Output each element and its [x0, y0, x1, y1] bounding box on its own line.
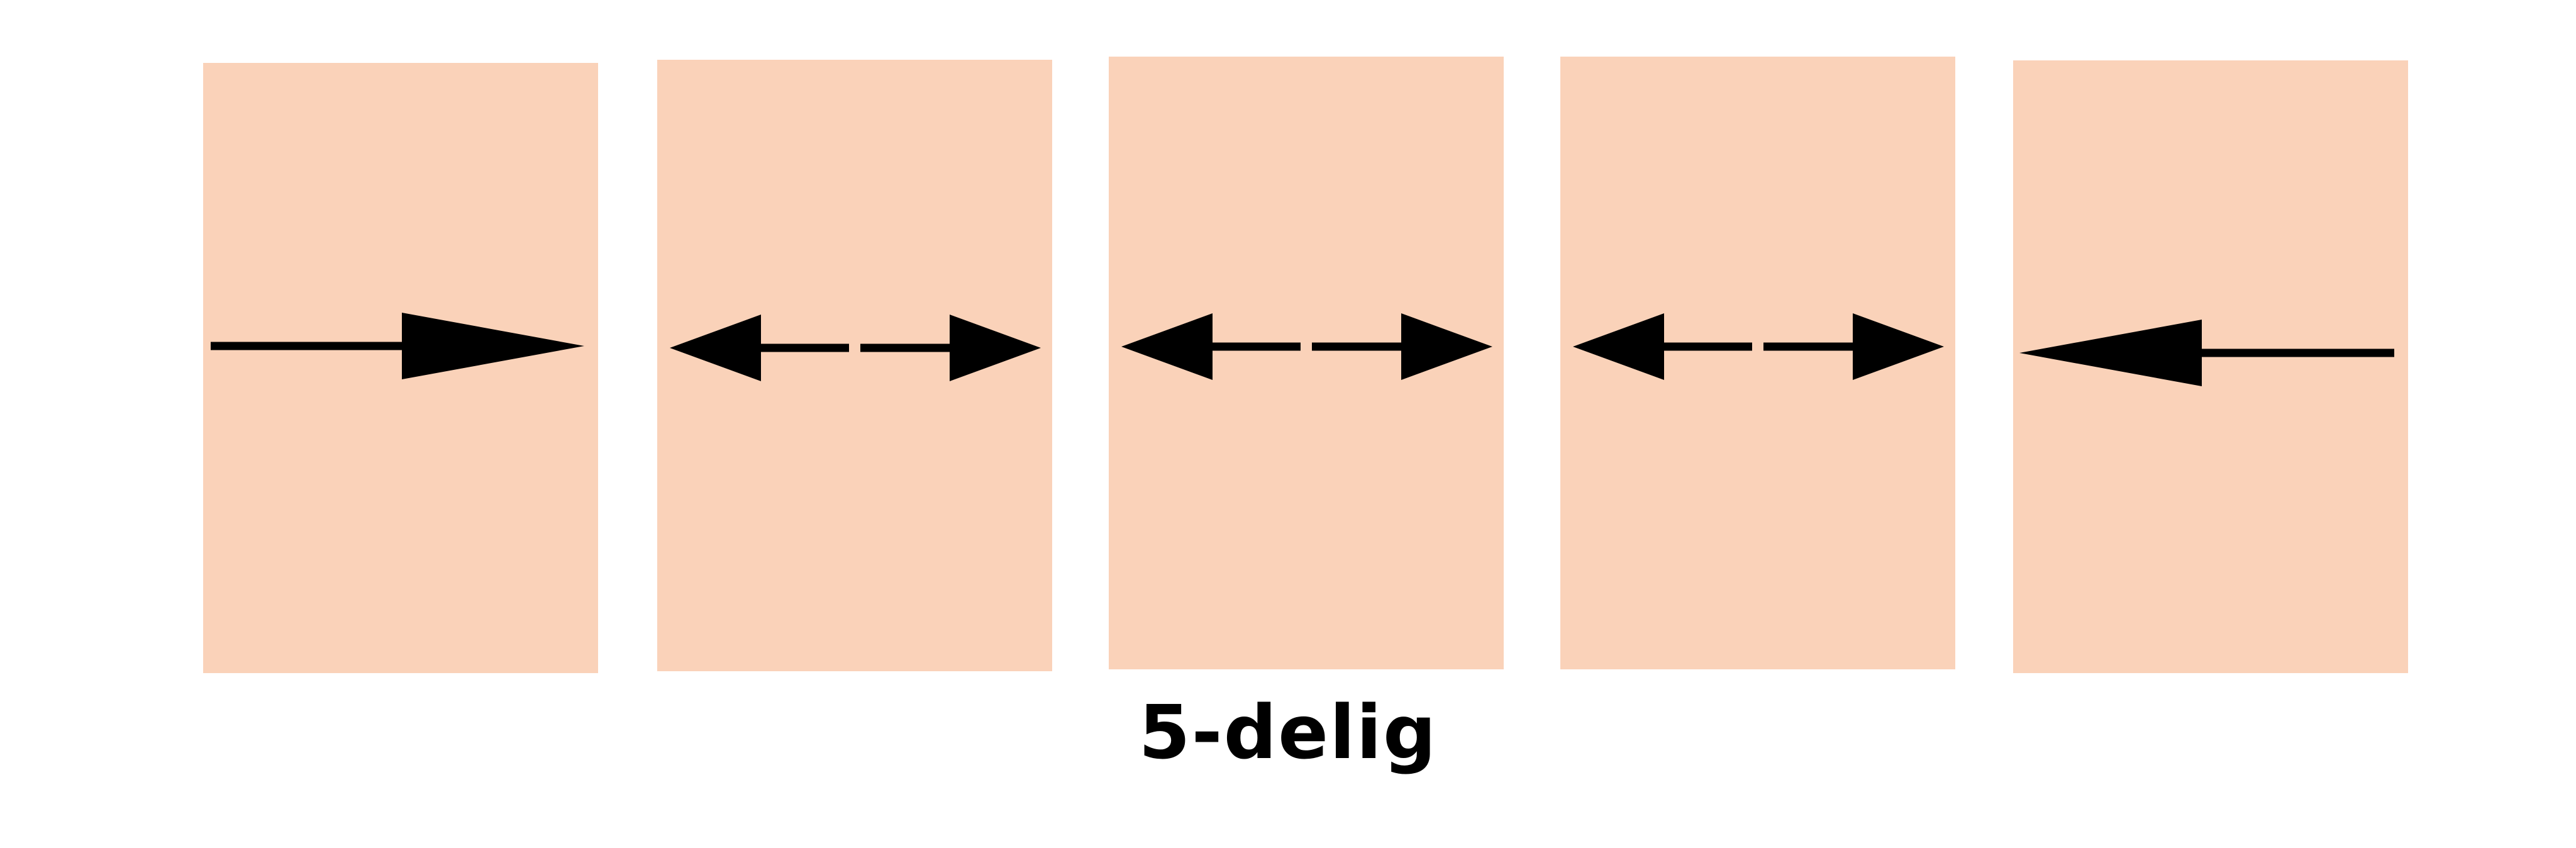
panel-5-arrow-head-left	[2019, 320, 2202, 386]
panel-4-arrow-head-left	[1573, 313, 1664, 380]
panel-2-arrow-both-icon	[670, 315, 1041, 381]
panel-3-arrow-shaft-left	[1213, 342, 1301, 351]
panel-4-arrow-head-right	[1853, 313, 1944, 380]
panel-4-arrow-both-icon	[1573, 313, 1944, 380]
door-panel-5	[2013, 60, 2408, 673]
panel-2-arrow-head-left	[670, 315, 761, 381]
panel-4-arrow-shaft-left	[1664, 342, 1752, 351]
arrows-layer	[211, 313, 2394, 386]
panel-2-arrow-shaft-right	[860, 343, 950, 352]
panel-3-arrow-head-right	[1401, 313, 1492, 380]
panel-3-arrow-shaft-right	[1312, 342, 1401, 351]
panel-2-arrow-head-right	[950, 315, 1041, 381]
panel-1-arrow-right-icon	[211, 313, 584, 379]
panels-layer	[203, 57, 2408, 673]
panel-1-arrow-head-right	[402, 313, 584, 379]
caption-label: 5-delig	[1138, 689, 1438, 776]
panel-3-arrow-both-icon	[1121, 313, 1492, 380]
panel-3-arrow-head-left	[1121, 313, 1213, 380]
panel-5-arrow-left-icon	[2019, 320, 2394, 386]
panel-2-arrow-shaft-left	[761, 343, 849, 352]
panel-5-arrow-shaft	[2202, 349, 2394, 357]
door-panel-1	[203, 63, 598, 673]
panel-4-arrow-shaft-right	[1763, 342, 1853, 351]
panel-1-arrow-shaft	[211, 342, 402, 350]
door-panel-2	[657, 60, 1052, 671]
